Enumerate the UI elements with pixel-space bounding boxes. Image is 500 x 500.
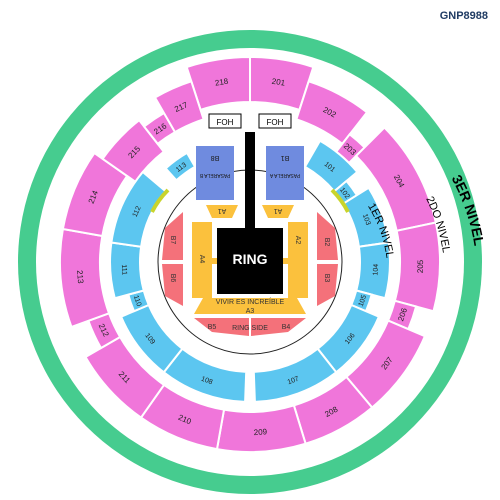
foh-right [258, 113, 292, 129]
runway [245, 132, 255, 232]
section-a1-left[interactable] [206, 205, 238, 218]
section-107-label: 107 [287, 376, 300, 387]
foh-right-label: FOH [267, 118, 284, 127]
section-a3-title: VIVIR ES INCREÍBLE [216, 297, 285, 306]
section-a4[interactable] [192, 222, 212, 298]
section-108-label: 108 [200, 376, 213, 387]
section-a3[interactable] [194, 298, 306, 314]
section-b2[interactable] [317, 212, 338, 260]
section-a1-left-label: A1 [218, 207, 227, 214]
section-201-label: 201 [271, 77, 286, 88]
pasarela-a-code: B1 [281, 154, 290, 161]
section-a2-label: A2 [294, 236, 301, 245]
pasarela-b-code: B8 [211, 154, 220, 161]
section-218-label: 218 [214, 77, 229, 88]
section-b4-label: B4 [282, 324, 291, 331]
section-217[interactable] [153, 80, 205, 134]
section-112-label: 112 [132, 205, 143, 218]
foh-left-label: FOH [217, 118, 234, 127]
lime-accent-left [150, 188, 170, 213]
section-a1-right[interactable] [262, 205, 294, 218]
section-103-label: 103 [361, 213, 372, 226]
section-b7-label: B7 [169, 236, 176, 245]
section-a3-label: A3 [246, 308, 255, 315]
section-b3-label: B3 [323, 274, 330, 283]
section-110-label: 110 [132, 294, 142, 307]
section-209-label: 209 [253, 427, 267, 437]
section-a4-label: A4 [198, 255, 205, 264]
pasarela-a[interactable] [266, 146, 304, 200]
section-113[interactable] [164, 151, 197, 182]
section-205-label: 205 [416, 259, 425, 273]
section-206-label: 206 [396, 306, 409, 322]
section-b4[interactable] [251, 318, 306, 336]
pasarela-a-label: PASARELA A [269, 172, 300, 178]
foh-left [208, 113, 242, 129]
section-b6-label: B6 [169, 274, 176, 283]
section-b5[interactable] [194, 318, 249, 336]
section-111-label: 111 [120, 264, 128, 275]
brand-label: GNP8988 [439, 10, 488, 22]
section-107[interactable] [252, 347, 338, 403]
section-a1-right-label: A1 [274, 207, 283, 214]
section-b2-label: B2 [323, 238, 330, 247]
section-b6[interactable] [162, 264, 183, 306]
lime-accent-right [330, 188, 350, 213]
section-a2[interactable] [288, 222, 308, 298]
ring-label: RING [233, 251, 268, 267]
ringside-label: RING SIDE [232, 325, 268, 332]
pasarela-b-label: PASARELA B [199, 172, 230, 178]
ring [217, 228, 283, 294]
section-b7[interactable] [162, 212, 183, 260]
section-b3[interactable] [317, 264, 338, 306]
section-104-label: 104 [372, 264, 380, 276]
section-213-label: 213 [75, 270, 85, 285]
pasarela-b[interactable] [196, 146, 234, 200]
section-b5-label: B5 [208, 324, 217, 331]
section-105-label: 105 [358, 294, 368, 307]
